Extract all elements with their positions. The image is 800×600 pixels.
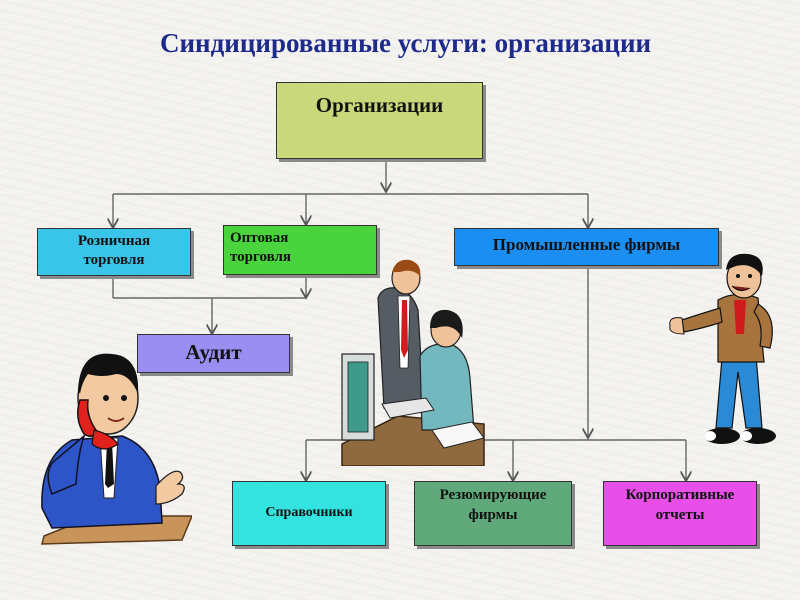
node-summarizing-line2: фирмы [468,507,518,523]
node-corporate-line2: отчеты [655,507,705,523]
node-retail-line2: торговля [83,252,145,268]
node-summarizing: Резюмирующие фирмы [414,481,572,546]
node-directories: Справочники [232,481,386,546]
node-organizations: Организации [276,82,483,159]
node-wholesale-line2: торговля [230,249,292,265]
node-retail-line1: Розничная [77,233,151,249]
node-industrial-label: Промышленные фирмы [492,235,681,254]
node-audit-label: Аудит [185,340,242,364]
node-organizations-label: Организации [315,93,444,117]
node-retail: Розничная торговля [37,228,191,276]
man-on-phone-clipart [41,353,192,545]
node-wholesale-line1: Оптовая [230,230,289,246]
node-directories-label: Справочники [265,505,353,520]
node-wholesale: Оптовая торговля [223,225,377,275]
node-corporate-line1: Корпоративные [625,487,735,503]
node-summarizing-line1: Резюмирующие [439,487,547,503]
node-industrial: Промышленные фирмы [454,228,719,266]
office-workers-clipart [341,259,485,466]
slide-title: Синдицированные услуги: организации [160,28,652,58]
node-corporate: Корпоративные отчеты [603,481,757,546]
presenting-man-clipart [669,253,776,444]
node-audit: Аудит [137,334,290,373]
